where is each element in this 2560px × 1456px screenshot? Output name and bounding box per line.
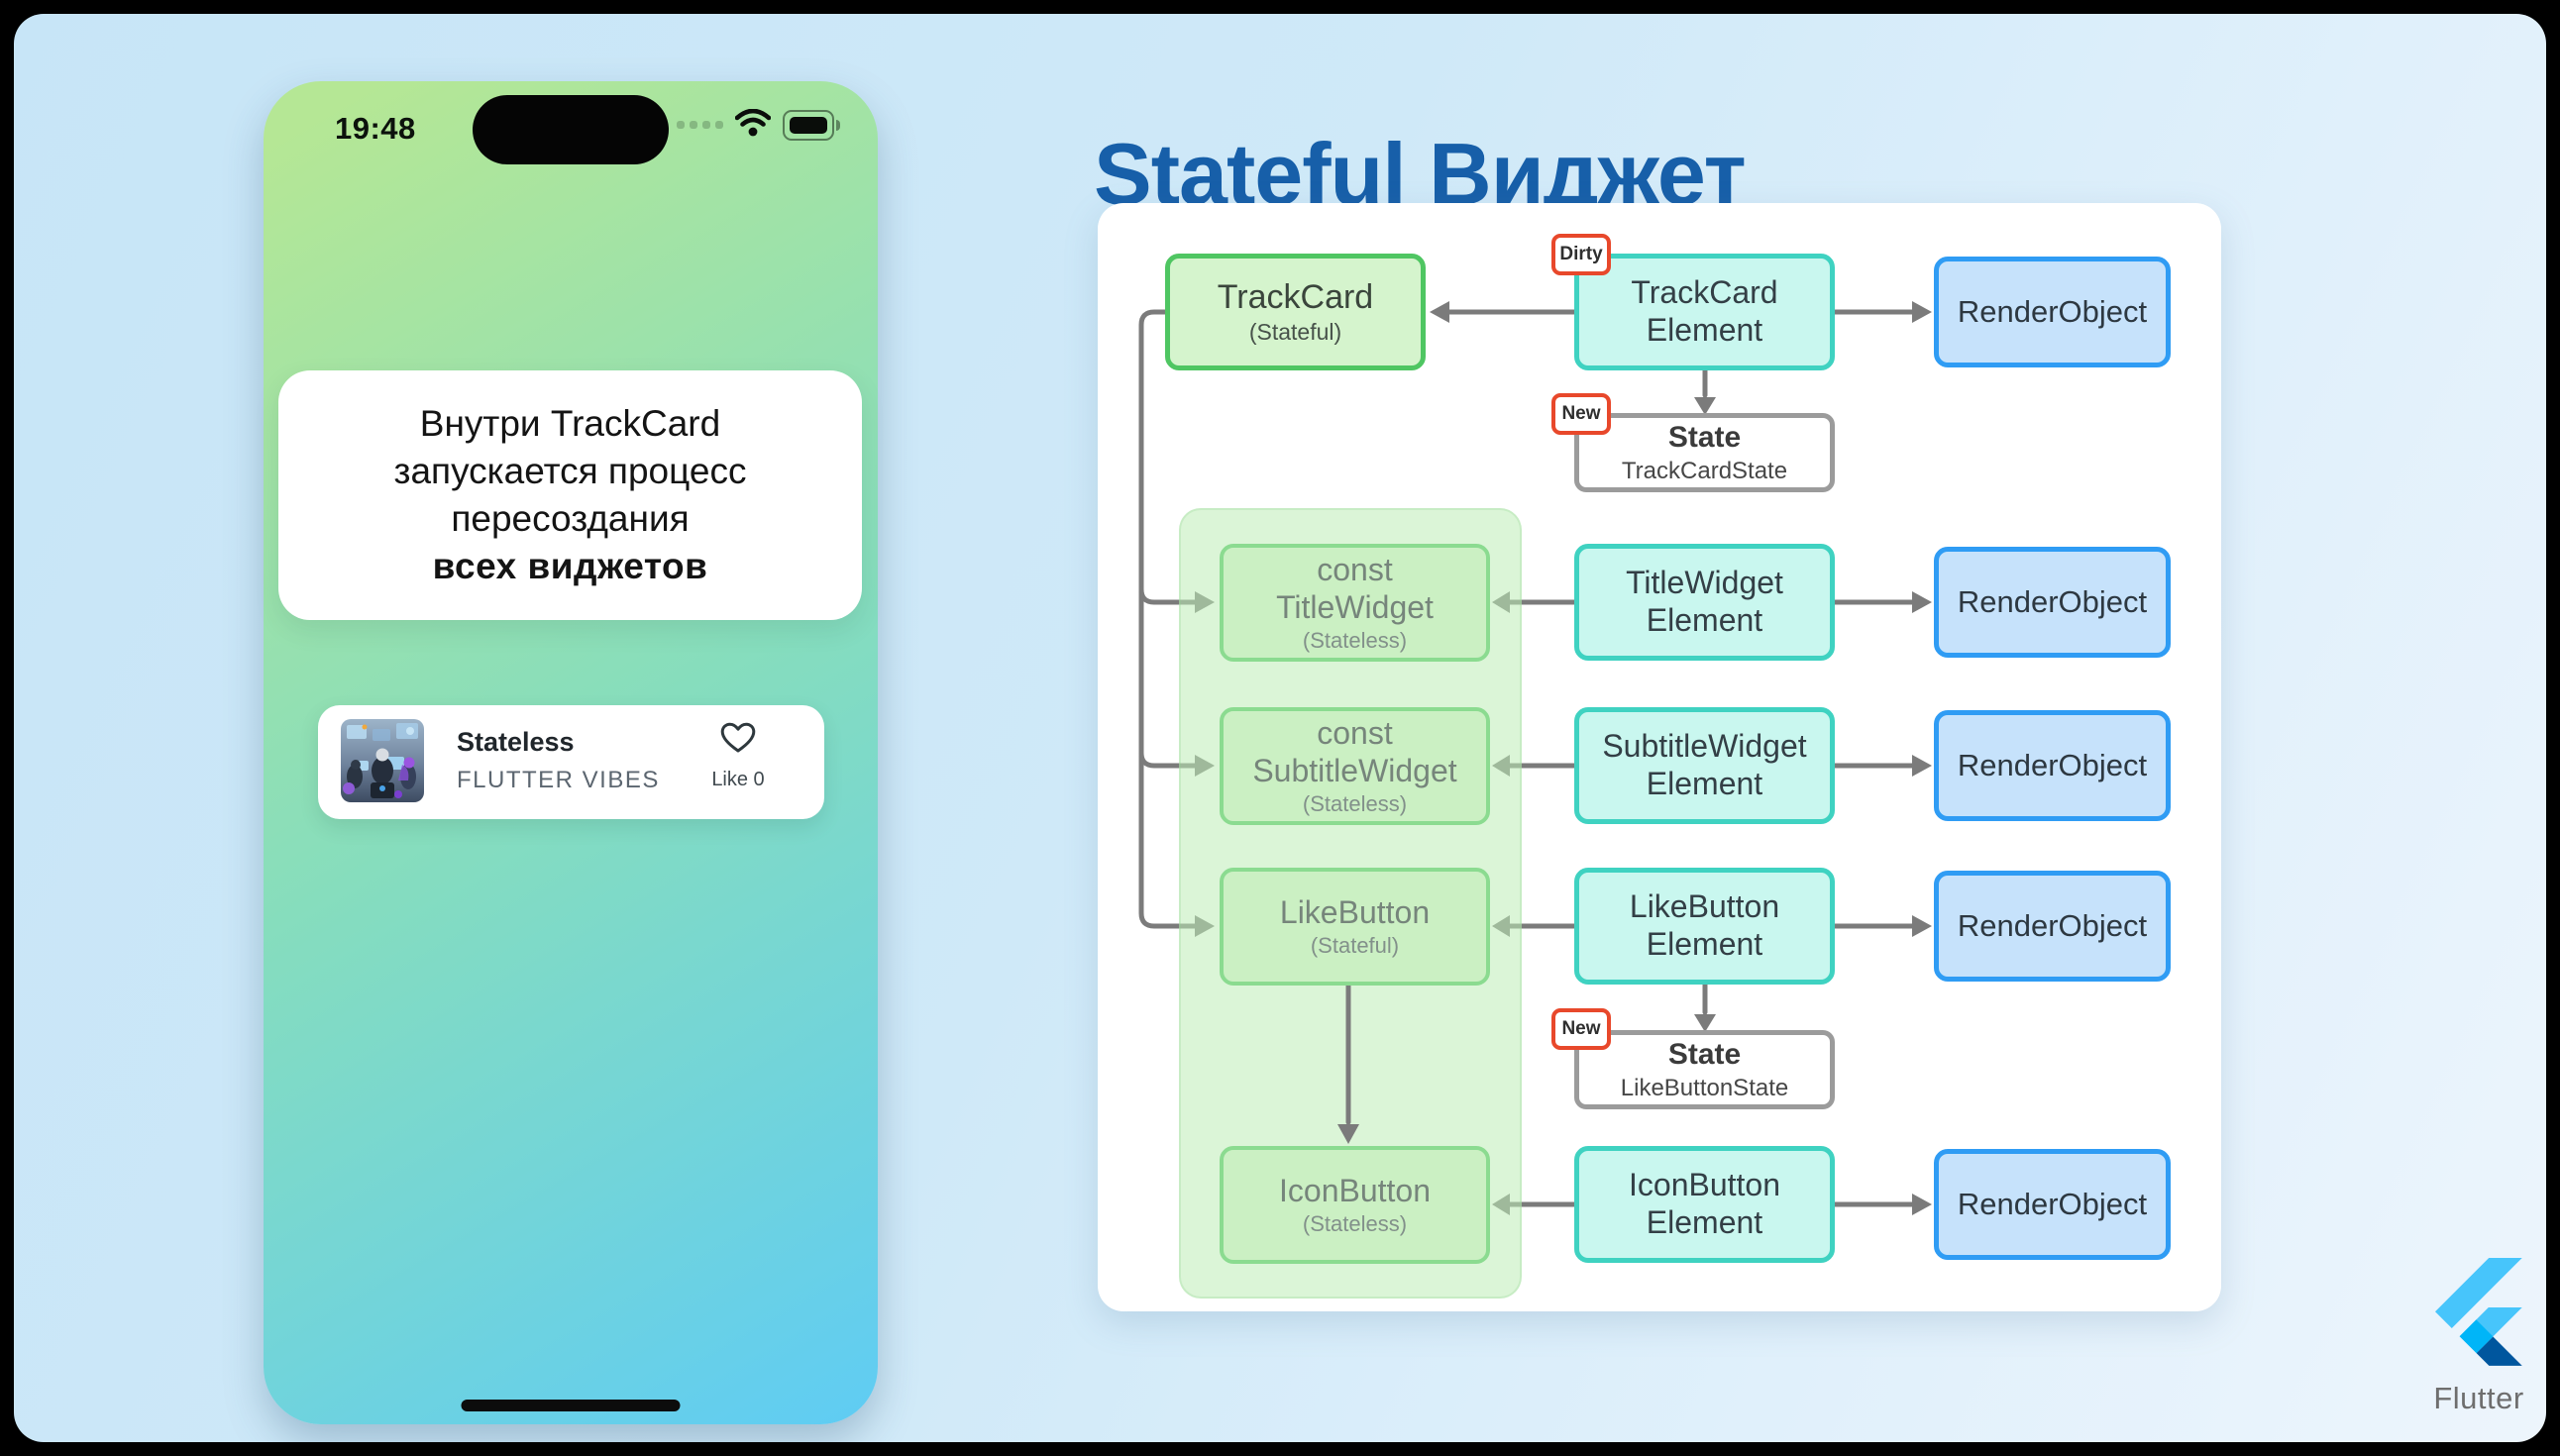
node-renderobject-4: RenderObject: [1934, 871, 2171, 982]
node-label: RenderObject: [1957, 747, 2148, 782]
album-art: [341, 719, 424, 802]
node-type: (Stateless): [1302, 1211, 1408, 1237]
connector-layer-over: [1337, 301, 1932, 1215]
message-line: запускается процесс: [393, 451, 747, 491]
node-trackcard-state: State TrackCardState: [1574, 413, 1835, 492]
badge-dirty: Dirty: [1551, 234, 1611, 275]
node-label: IconButton: [1279, 1172, 1431, 1208]
node-label: SubtitleWidget: [1602, 728, 1807, 765]
node-label: RenderObject: [1957, 293, 2148, 329]
like-count[interactable]: Like 0: [711, 769, 765, 790]
node-label: LikeButton: [1279, 893, 1431, 930]
like-button[interactable]: Like 0: [703, 721, 773, 791]
node-modifier: const: [1317, 551, 1393, 587]
node-sublabel: LikeButtonState: [1620, 1075, 1789, 1102]
node-label: RenderObject: [1957, 1186, 2148, 1221]
track-card: Stateless FLUTTER VIBES Like 0: [318, 705, 824, 819]
status-icons: [677, 91, 840, 158]
node-label: Element: [1646, 1204, 1763, 1240]
heart-outline-icon[interactable]: [719, 721, 757, 760]
node-label: State: [1667, 1037, 1742, 1071]
message-card: Внутри TrackCard запускается процесс пер…: [278, 370, 862, 620]
node-type: (Stateful): [1248, 319, 1342, 346]
node-renderobject-5: RenderObject: [1934, 1149, 2171, 1260]
home-indicator: [461, 1400, 681, 1411]
message-line: Внутри TrackCard: [419, 403, 721, 444]
node-trackcard-widget: TrackCard (Stateful): [1165, 254, 1426, 370]
node-likebutton-element: LikeButton Element: [1574, 868, 1835, 985]
node-label: RenderObject: [1957, 583, 2148, 619]
phone-mockup: 19:48 Внутри TrackCard запускается проц: [264, 81, 878, 1424]
node-iconbutton: IconButton (Stateless): [1220, 1146, 1490, 1264]
message-line: пересоздания: [451, 498, 690, 539]
node-renderobject-1: RenderObject: [1934, 257, 2171, 367]
node-label: TrackCard: [1631, 274, 1778, 311]
node-label: State: [1667, 420, 1742, 454]
battery-icon: [783, 109, 840, 141]
node-subtitlewidget-element: SubtitleWidget Element: [1574, 707, 1835, 824]
node-titlewidget-element: TitleWidget Element: [1574, 544, 1835, 661]
badge-new-likebutton-state: New: [1551, 1008, 1611, 1050]
widget-tree-diagram: TrackCard (Stateful) TrackCard Element R…: [1098, 203, 2221, 1311]
track-title: Stateless: [457, 727, 575, 757]
node-label: Element: [1646, 926, 1763, 962]
node-label: LikeButton: [1629, 888, 1780, 925]
cellular-dots-icon: [677, 121, 723, 129]
node-renderobject-2: RenderObject: [1934, 547, 2171, 658]
node-label: Element: [1646, 312, 1763, 348]
node-label: TitleWidget: [1626, 565, 1783, 601]
node-label: TitleWidget: [1276, 588, 1434, 625]
node-type: (Stateful): [1310, 933, 1400, 959]
node-label: SubtitleWidget: [1252, 752, 1457, 788]
node-label: Element: [1646, 766, 1763, 801]
node-type: (Stateless): [1302, 628, 1408, 654]
node-iconbutton-element: IconButton Element: [1574, 1146, 1835, 1263]
track-meta: Stateless FLUTTER VIBES: [457, 727, 660, 794]
node-label: IconButton: [1629, 1167, 1780, 1203]
node-renderobject-3: RenderObject: [1934, 710, 2171, 821]
wifi-icon: [734, 108, 772, 142]
node-modifier: const: [1317, 714, 1393, 751]
flutter-logo-icon: [2435, 1258, 2522, 1371]
node-subtitlewidget: const SubtitleWidget (Stateless): [1220, 707, 1490, 825]
track-subtitle: FLUTTER VIBES: [457, 767, 660, 793]
slide-background: 19:48 Внутри TrackCard запускается проц: [14, 14, 2546, 1442]
message-line-bold: всех виджетов: [432, 546, 708, 586]
node-label: RenderObject: [1957, 907, 2148, 943]
node-trackcard-element: TrackCard Element: [1574, 254, 1835, 370]
node-label: TrackCard: [1217, 278, 1374, 317]
node-likebutton-state: State LikeButtonState: [1574, 1030, 1835, 1109]
node-sublabel: TrackCardState: [1621, 458, 1788, 485]
node-type: (Stateless): [1302, 791, 1408, 817]
dynamic-island: [473, 95, 669, 164]
badge-new-trackcard-state: New: [1551, 393, 1611, 435]
node-titlewidget: const TitleWidget (Stateless): [1220, 544, 1490, 662]
flutter-logo-label: Flutter: [2433, 1381, 2524, 1415]
node-likebutton: LikeButton (Stateful): [1220, 868, 1490, 986]
flutter-branding: Flutter: [2400, 1258, 2546, 1416]
status-bar: 19:48: [264, 91, 878, 166]
status-time: 19:48: [335, 111, 416, 146]
node-label: Element: [1646, 602, 1763, 638]
